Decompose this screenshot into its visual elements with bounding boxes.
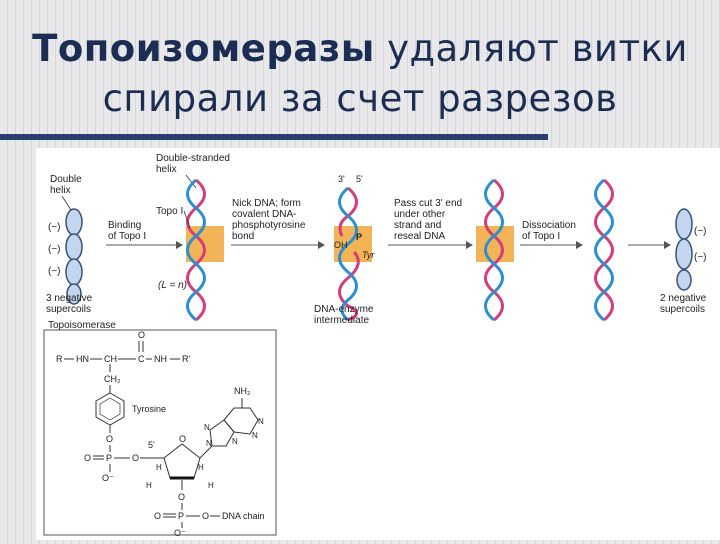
label-phosphate: P [356,232,362,242]
atom-o-double-2: O [154,511,161,521]
title-line-1: Топоизомеразы удаляют витки [0,24,720,74]
atom-h3: H [146,481,152,490]
arrow-head-dissociation [576,241,583,249]
supercoiled-dna-right [675,208,693,291]
strand-pink-2-bottom [338,250,360,322]
atom-n1: N [206,439,212,448]
label-tyr: Tyr [362,250,375,260]
atom-nh: NH [154,354,167,364]
atom-h1: H [156,463,162,472]
atom-ring-o: O [179,434,186,444]
label-dissociation: Dissociation of Topo I [522,220,579,242]
strand-pink-1 [186,178,206,322]
label-negative-signs-right: (−) (−) [694,226,709,263]
atom-ch: CH [104,354,117,364]
atom-o-minus-2: O⁻ [174,528,186,538]
title-underline [0,134,548,140]
label-dna-enzyme-intermediate: DNA-enzyme intermediate [314,304,376,326]
pointer-double-stranded [185,174,197,189]
atom-o-3prime: O [178,492,185,502]
label-two-negative-supercoils: 2 negative supercoils [660,293,709,315]
label-linking-number: (L = n) [158,280,187,291]
atom-o-carbonyl: O [138,330,145,340]
atom-n5: N [258,417,264,426]
arrow-head-nick [318,241,325,249]
strand-blue-2 [338,186,358,322]
topoisomerase-diagram: Double helix (−) (−) (−) 3 negative supe… [43,153,709,538]
atom-n4: N [252,431,258,440]
atom-ch2: CH₂ [104,374,121,384]
strand-blue-1 [186,178,206,322]
label-five-prime: 5' [148,440,155,450]
title-bold-word: Топоизомеразы [32,27,375,70]
strand-pink-4 [594,178,614,322]
supercoiled-dna-left [65,208,83,305]
atom-c: C [138,354,145,364]
label-oh: OH [334,240,348,250]
arrow-head-binding [176,241,183,249]
pointer-topo-i [183,210,191,229]
label-three-negative-supercoils: 3 negative supercoils [46,293,95,315]
sugar-ring [163,443,201,479]
atom-p1: P [106,453,112,463]
label-negative-signs: (−) (−) (−) [48,222,63,277]
strand-blue-3 [484,178,504,322]
label-double-stranded-helix: Double-stranded helix [156,153,233,175]
atom-n3: N [232,437,238,446]
slide-title: Топоизомеразы удаляют витки спирали за с… [0,24,720,124]
label-double-helix: Double helix [50,174,84,196]
label-tyrosine: Tyrosine [132,404,166,414]
label-strand-ends: 3' 5' [338,174,363,184]
pointer-double-helix [61,195,72,211]
atom-r-left: R [56,354,63,364]
strand-pink-3 [484,178,504,322]
atom-o-bridge: O [132,453,139,463]
label-topoisomerase: Topoisomerase [48,320,116,331]
atom-h4: H [208,481,214,490]
atom-o-minus: O⁻ [102,473,114,483]
atom-o-chain: O [202,511,209,521]
title-rest: удаляют витки [387,27,688,70]
atom-hn: HN [76,354,89,364]
label-topo-i: Topo I [156,206,183,217]
atom-p2: P [178,511,184,521]
atom-nh2: NH₂ [234,386,251,396]
atom-o-phenol: O [106,434,113,444]
arrow-head-pass-cut [466,241,473,249]
adenine-pyrimidine [223,407,259,435]
label-pass-cut: Pass cut 3' end under other strand and r… [394,198,465,242]
atom-o-double: O [84,453,91,463]
label-nick-dna: Nick DNA; form covalent DNA- phosphotyro… [232,198,308,242]
atom-h2: H [198,463,204,472]
arrow-head-supercoil [664,241,671,249]
label-dna-chain: DNA chain [222,511,265,521]
label-binding: Binding of Topo I [108,220,146,242]
atom-n2: N [204,423,210,432]
strand-blue-4 [594,178,614,322]
title-line-2: спирали за счет разрезов [102,77,618,120]
chemical-structure: Topoisomerase R HN CH C NH R' O CH₂ Tyro… [43,320,277,538]
atom-r-right: R' [182,354,190,364]
diagram-panel: Double helix (−) (−) (−) 3 negative supe… [36,148,720,540]
topo-i-enzyme-3 [476,226,514,262]
